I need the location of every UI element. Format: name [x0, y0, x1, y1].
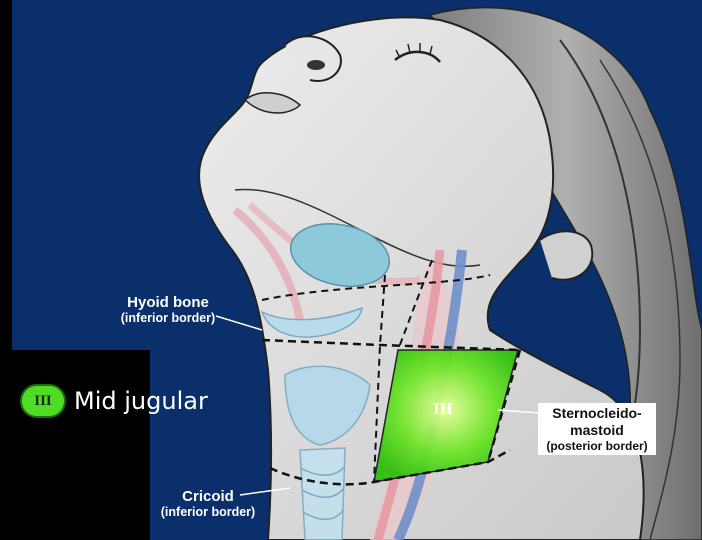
cricoid-title: Cricoid	[150, 488, 266, 505]
scm-subtitle: (posterior border)	[543, 439, 651, 453]
nostril	[307, 60, 325, 70]
cricoid-subtitle: (inferior border)	[150, 505, 266, 519]
cricoid-label: Cricoid (inferior border)	[150, 488, 266, 520]
bottom-left-black	[0, 350, 150, 540]
legend-text: Mid jugular	[74, 387, 208, 415]
hyoid-bone-subtitle: (inferior border)	[106, 311, 230, 325]
level-iii-marker: III	[433, 399, 453, 419]
sternocleidomastoid-label: Sternocleido- mastoid (posterior border)	[538, 403, 656, 455]
hyoid-bone-label: Hyoid bone (inferior border)	[106, 294, 230, 326]
legend: III Mid jugular	[20, 384, 208, 418]
legend-badge: III	[20, 384, 66, 418]
hyoid-bone-title: Hyoid bone	[106, 294, 230, 311]
scm-title-line1: Sternocleido-	[543, 405, 651, 422]
scm-title-line2: mastoid	[543, 422, 651, 439]
